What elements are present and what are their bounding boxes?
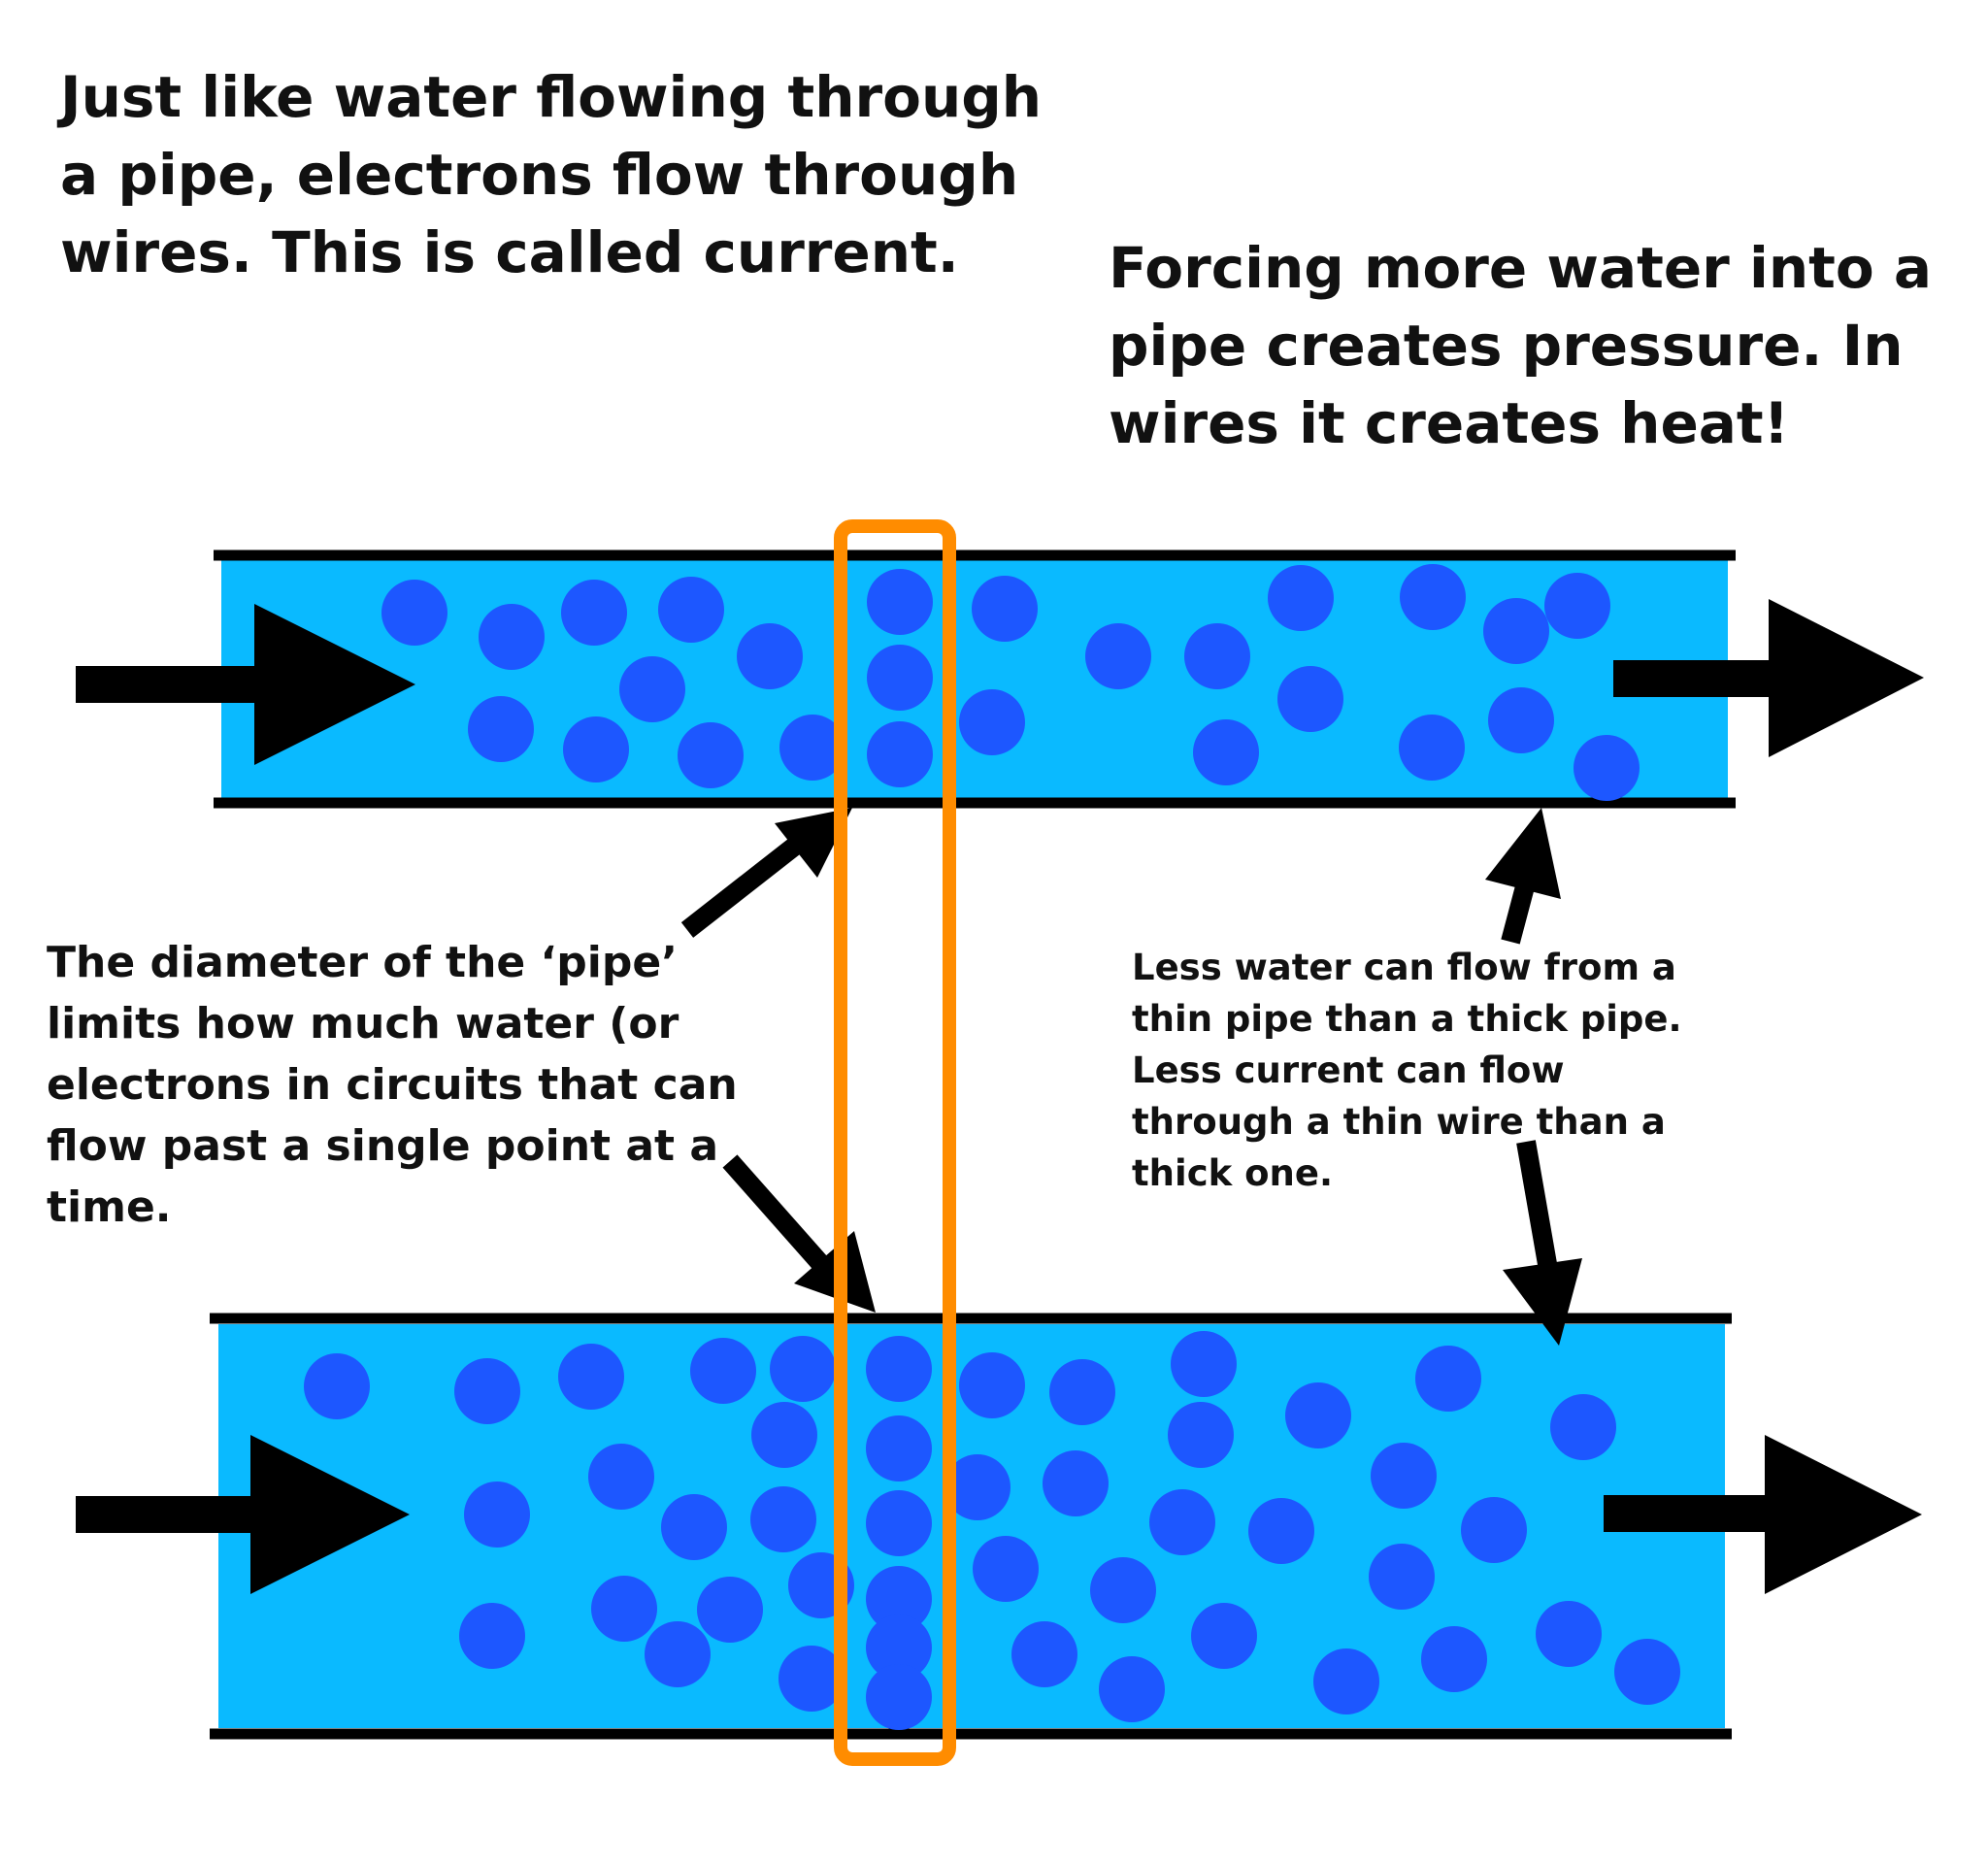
pressure-caption: Forcing more water into a pipe creates p… — [1109, 235, 1933, 456]
thick-pipe-electron — [1285, 1382, 1351, 1448]
thick-pipe-electron — [1168, 1402, 1234, 1468]
thin-pipe-electron — [1483, 598, 1549, 664]
thick-pipe-electron — [866, 1566, 932, 1632]
thick-pipe-electron — [1043, 1450, 1109, 1516]
thick-pipe-electron — [770, 1336, 836, 1402]
thin-pipe-electron — [479, 604, 545, 670]
thick-pipe-inflow-arrow — [76, 1435, 410, 1594]
thick-pipe-electron — [1536, 1601, 1602, 1667]
thick-pipe-electron — [1369, 1544, 1435, 1610]
thick-pipe-electron — [866, 1614, 932, 1681]
diameter-pointer-down — [722, 1154, 876, 1313]
thick-pipe-electron — [866, 1490, 932, 1556]
thick-pipe-electrons — [304, 1331, 1680, 1730]
thick-pipe-electron — [1421, 1626, 1487, 1692]
thick-pipe-electron — [1099, 1656, 1165, 1722]
thin-pipe-outflow-arrow — [1613, 599, 1924, 757]
thick-pipe-electron — [1149, 1489, 1215, 1555]
thin-pipe-electron — [678, 722, 744, 788]
current-caption: Just like water flowing through a pipe, … — [60, 64, 1043, 285]
thick-pipe-electron — [454, 1358, 520, 1424]
thick-pipe-electron — [866, 1415, 932, 1481]
thin-pipe-inflow-arrow — [76, 604, 415, 765]
thick-pipe-electron — [1049, 1359, 1115, 1425]
thick-pipe-electron — [1461, 1497, 1527, 1563]
thin-pipe-electron — [867, 569, 933, 635]
thick-pipe-electron — [866, 1336, 932, 1402]
thin-pipe-water — [221, 557, 1728, 800]
thick-pipe-electron — [690, 1338, 756, 1404]
thick-pipe-electron — [1248, 1498, 1314, 1564]
thick-pipe-electron — [1614, 1639, 1680, 1705]
thin-pipe-electron — [1268, 565, 1334, 631]
thick-pipe-electron — [661, 1494, 727, 1560]
thick-pipe — [210, 1313, 1732, 1740]
thin-pipe-electron — [619, 656, 685, 722]
thin-pipe-electron — [1574, 735, 1640, 801]
thick-pipe-electron — [1415, 1346, 1481, 1412]
thin-pipe-electron — [658, 577, 724, 643]
thick-pipe-electron — [1550, 1394, 1616, 1460]
thin-pipe-electron — [1544, 573, 1610, 639]
thick-pipe-electron — [751, 1402, 817, 1468]
thick-pipe-electron — [304, 1353, 370, 1419]
thin-pipe-electron — [959, 689, 1025, 755]
thin-pipe-electron — [1399, 715, 1465, 781]
thick-pipe-electron — [588, 1444, 654, 1510]
thin-pipe-electron — [561, 580, 627, 646]
thick-pipe-electron — [779, 1646, 845, 1712]
thin-pipe-electron — [563, 716, 629, 782]
thin-pipe — [214, 549, 1736, 809]
thin-pipe-electron — [1085, 623, 1151, 689]
thick-pipe-electron — [645, 1621, 711, 1687]
thick-pipe-electron — [697, 1577, 763, 1643]
thick-pipe-outflow-arrow — [1604, 1435, 1922, 1594]
thick-pipe-electron — [1313, 1648, 1379, 1714]
thick-pipe-electron — [1191, 1603, 1257, 1669]
thin-pipe-electron — [867, 721, 933, 787]
diameter-pointer-up — [680, 808, 852, 938]
thin-pipe-electron — [381, 580, 447, 646]
thick-pipe-electron — [944, 1454, 1011, 1520]
thick-pipe-electron — [1371, 1443, 1437, 1509]
thin-pipe-electrons — [381, 564, 1640, 801]
thick-pipe-electron — [558, 1344, 624, 1410]
thin-pipe-electron — [1277, 666, 1343, 732]
thin-pipe-electron — [737, 623, 803, 689]
thin-pipe-electron — [1193, 719, 1259, 785]
thin-pipe-electron — [1400, 564, 1466, 630]
thick-pipe-electron — [1090, 1557, 1156, 1623]
thin-pipe-electron — [468, 696, 534, 762]
thin-pipe-electron — [1488, 687, 1554, 753]
thin-pipe-electron — [972, 576, 1038, 642]
thick-pipe-electron — [464, 1481, 530, 1548]
thick-pipe-electron — [1011, 1621, 1077, 1687]
thick-pipe-electron — [750, 1486, 816, 1552]
single-point-highlight — [834, 519, 956, 1766]
thick-pipe-electron — [973, 1536, 1039, 1602]
thick-pipe-electron — [459, 1603, 525, 1669]
thin-pipe-electron — [779, 715, 845, 781]
thick-pipe-electron — [1171, 1331, 1237, 1397]
diameter-caption: The diameter of the ‘pipe’ limits how mu… — [47, 938, 738, 1232]
thick-pipe-electron — [959, 1352, 1025, 1418]
thin-pipe-pointer-up — [1485, 808, 1561, 945]
thick-pipe-electron — [866, 1664, 932, 1730]
thick-pipe-pointer-down — [1503, 1140, 1582, 1346]
thin-pipe-caption: Less water can flow from a thin pipe tha… — [1132, 947, 1682, 1194]
thin-pipe-electron — [1184, 623, 1250, 689]
thick-pipe-electron — [591, 1576, 657, 1642]
thin-pipe-electron — [867, 645, 933, 711]
